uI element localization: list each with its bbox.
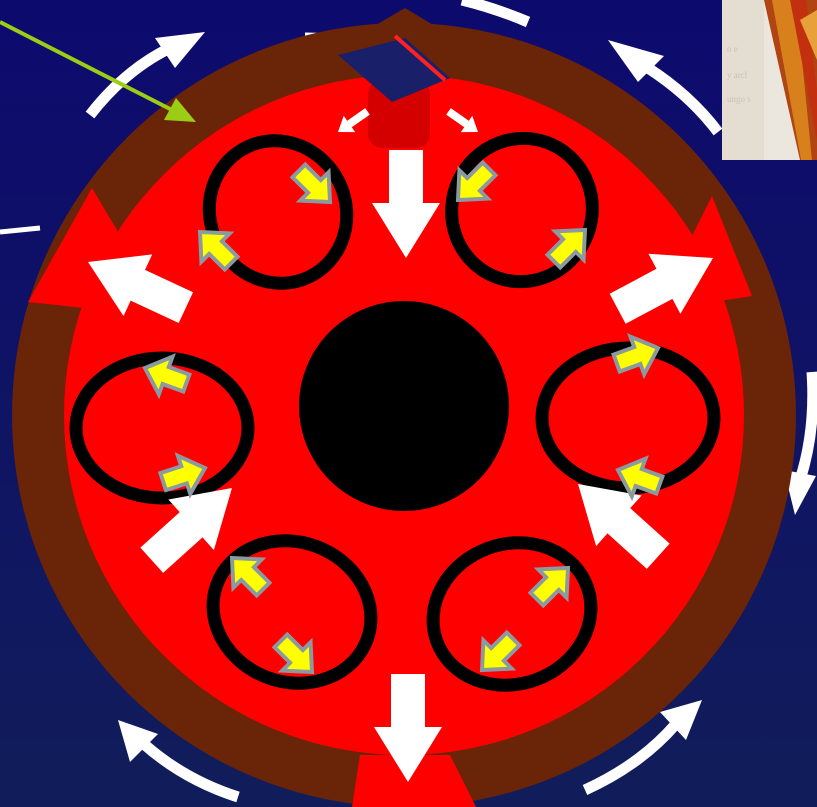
inset-text-2: y arcl (727, 70, 748, 80)
inset-text-1: o e (727, 44, 738, 54)
inset-text-3: ungo s (727, 94, 751, 104)
inset-photo: o e y arcl ungo s (722, 0, 817, 160)
core (299, 301, 509, 511)
